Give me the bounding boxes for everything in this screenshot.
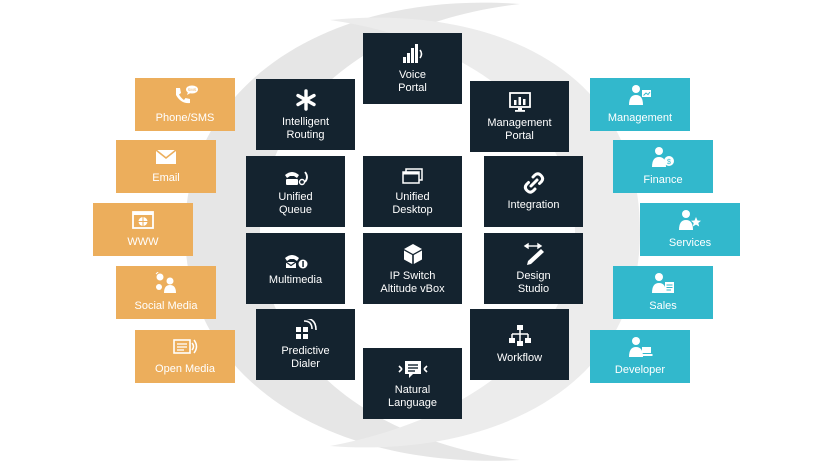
tile-label: Natural Language: [388, 383, 437, 409]
browser-icon: [131, 210, 155, 230]
tile-integration: Integration: [484, 156, 583, 227]
tile-label: WWW: [127, 236, 159, 248]
tile-www: WWW: [93, 203, 193, 256]
tile-label: Services: [668, 237, 712, 249]
tile-natural-language: Natural Language: [363, 348, 462, 419]
tile-label: Multimedia: [268, 274, 323, 286]
tile-label: IP Switch Altitude vBox: [380, 269, 445, 295]
tile-voice-portal: Voice Portal: [363, 33, 462, 104]
tile-open-media: Open Media: [135, 330, 235, 383]
tile-label: Sales: [649, 300, 677, 312]
envelope-icon: [154, 148, 178, 166]
tile-label: Email: [152, 172, 180, 184]
tile-finance: $ Finance: [613, 140, 713, 193]
tile-label: Management: [607, 112, 673, 124]
tile-multimedia: Multimedia: [246, 233, 345, 304]
tile-design-studio: Design Studio: [484, 233, 583, 304]
multimedia-phone-icon: [282, 250, 310, 270]
tile-predictive-dialer: Predictive Dialer: [256, 309, 355, 380]
tile-label: Voice Portal: [398, 68, 427, 94]
tile-management: Management: [590, 78, 690, 131]
tile-social-media: Social Media: [116, 266, 216, 319]
tile-unified-desktop: Unified Desktop: [363, 156, 462, 227]
tile-label: Management Portal: [487, 116, 552, 142]
tile-label: Intelligent Routing: [281, 115, 330, 141]
grid-signal-icon: [293, 318, 319, 341]
tile-label: Integration: [507, 199, 560, 211]
tile-label: Predictive Dialer: [281, 344, 330, 370]
flowchart-icon: [508, 324, 532, 348]
svg-text:SMS: SMS: [188, 87, 197, 92]
tile-label: Unified Desktop: [392, 190, 433, 216]
speech-bubble-icon: [397, 358, 428, 380]
tile-intelligent-routing: Intelligent Routing: [256, 79, 355, 150]
tile-label: Open Media: [155, 363, 215, 375]
tile-developer: Developer: [590, 330, 690, 383]
tile-ip-switch: IP Switch Altitude vBox: [363, 233, 462, 304]
tile-services: Services: [640, 203, 740, 256]
tile-sales: Sales: [613, 266, 713, 319]
phone-sms-icon: SMS: [171, 84, 199, 106]
tile-label: Social Media: [134, 300, 198, 312]
tile-management-portal: Management Portal: [470, 81, 569, 152]
tile-label: Developer: [614, 364, 666, 376]
pencil-arrows-icon: [521, 242, 547, 266]
tile-label: Finance: [643, 174, 683, 186]
desktop-windows-icon: [400, 167, 426, 187]
asterisk-icon: [294, 88, 318, 112]
tile-label: Phone/SMS: [155, 112, 215, 124]
cube-icon: [401, 242, 425, 266]
developer-person-icon: [627, 336, 653, 358]
tile-phone-sms: SMS Phone/SMS: [135, 78, 235, 131]
voice-bars-icon: [401, 43, 425, 65]
tile-email: Email: [116, 140, 216, 193]
queue-phone-icon: [282, 167, 310, 187]
monitor-chart-icon: [508, 91, 532, 113]
social-people-icon: [153, 272, 179, 294]
tile-label: Unified Queue: [278, 190, 313, 216]
tile-workflow: Workflow: [470, 309, 569, 380]
open-media-icon: [172, 337, 198, 357]
sales-person-icon: [650, 272, 676, 294]
manager-icon: [627, 84, 653, 106]
svg-text:$: $: [667, 159, 671, 166]
tile-label: Workflow: [496, 352, 543, 364]
tile-label: Design Studio: [516, 269, 551, 295]
tile-unified-queue: Unified Queue: [246, 156, 345, 227]
finance-person-icon: $: [650, 146, 676, 168]
link-icon: [522, 171, 546, 195]
services-person-icon: [677, 209, 703, 231]
